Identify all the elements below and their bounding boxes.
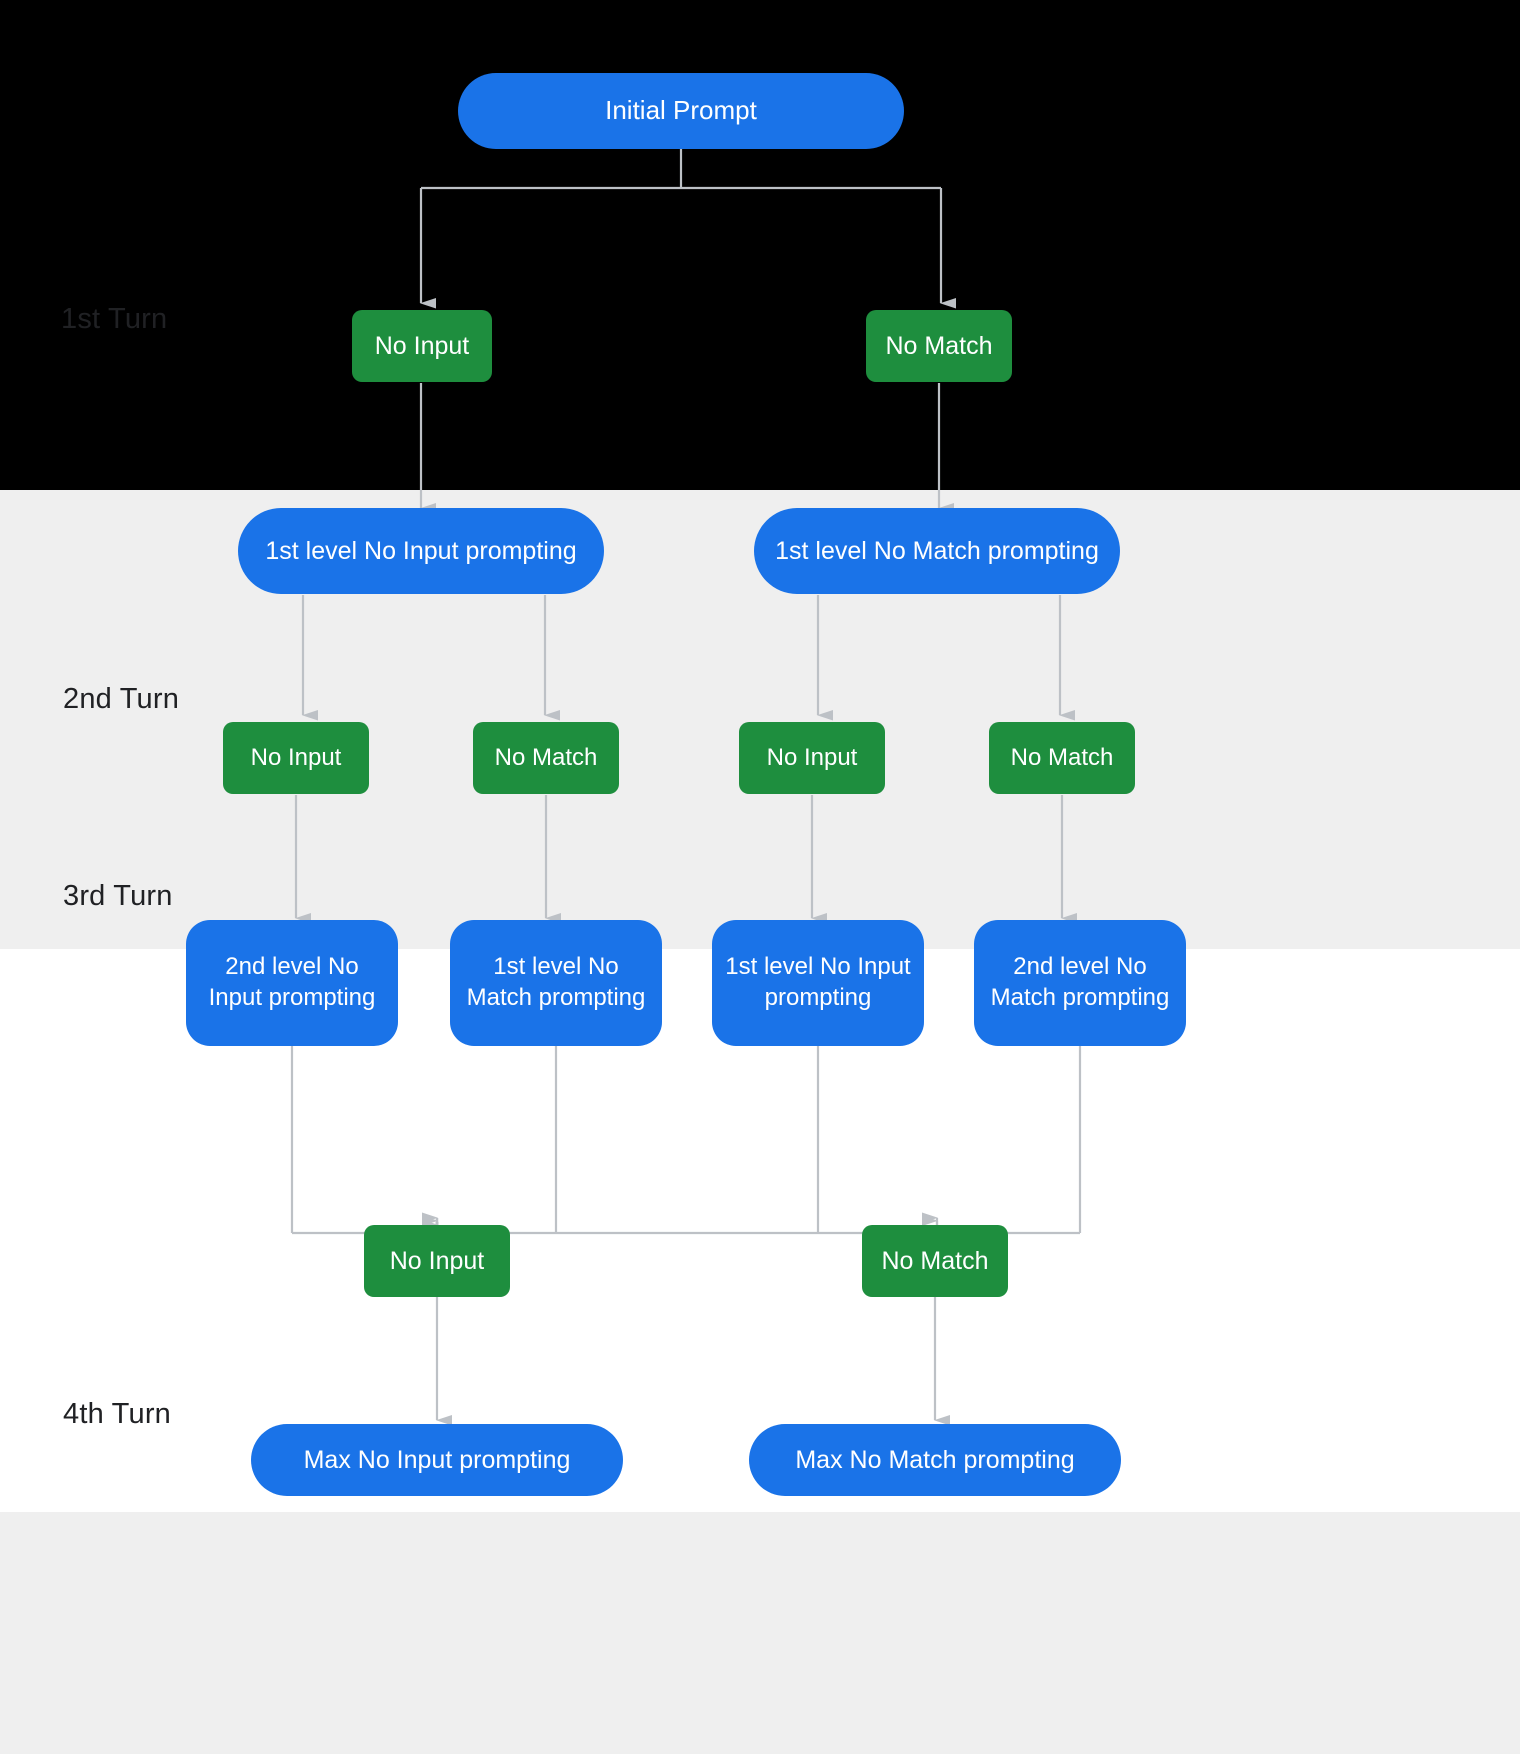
node-label: No Match	[1010, 743, 1114, 771]
node-turn2-no-input-b[interactable]: No Input	[739, 722, 885, 794]
node-turn2-no-match-a[interactable]: No Match	[473, 722, 619, 794]
node-label: No Input	[250, 743, 342, 771]
node-turn3-prompt-2nd-no-input[interactable]: 2nd level No Input prompting	[186, 920, 398, 1046]
node-label: 2nd level No Match prompting	[990, 953, 1170, 1011]
node-turn3-prompt-1st-no-input[interactable]: 1st level No Input prompting	[712, 920, 924, 1046]
node-label: Initial Prompt	[605, 95, 757, 126]
node-initial-prompt[interactable]: Initial Prompt	[458, 73, 904, 149]
node-turn2-no-match-b[interactable]: No Match	[989, 722, 1135, 794]
node-label: 1st level No Match prompting	[775, 537, 1099, 565]
turn-label-2: 2nd Turn	[63, 683, 180, 715]
node-label: No Input	[766, 743, 858, 771]
node-label: No Input	[374, 332, 470, 360]
node-label: Max No Input prompting	[303, 1446, 571, 1474]
node-turn2-no-input-a[interactable]: No Input	[223, 722, 369, 794]
node-label: 2nd level No Input prompting	[208, 953, 376, 1011]
node-turn2-prompt-no-input[interactable]: 1st level No Input prompting	[238, 508, 604, 594]
node-label: Max No Match prompting	[795, 1446, 1075, 1474]
node-turn3-no-input[interactable]: No Input	[364, 1225, 510, 1297]
node-turn1-no-input[interactable]: No Input	[352, 310, 492, 382]
node-turn3-no-match[interactable]: No Match	[862, 1225, 1008, 1297]
node-label: 1st level No Match prompting	[466, 953, 646, 1011]
node-turn3-prompt-2nd-no-match[interactable]: 2nd level No Match prompting	[974, 920, 1186, 1046]
node-label: 1st level No Input prompting	[725, 953, 911, 1011]
turn-label-1: 1st Turn	[61, 303, 168, 335]
node-label: No Match	[881, 1247, 989, 1275]
node-label: No Match	[494, 743, 598, 771]
node-turn4-max-no-input[interactable]: Max No Input prompting	[251, 1424, 623, 1496]
node-label: 1st level No Input prompting	[265, 537, 577, 565]
node-turn2-prompt-no-match[interactable]: 1st level No Match prompting	[754, 508, 1120, 594]
turn-band-4	[0, 1512, 1520, 1754]
node-turn3-prompt-1st-no-match[interactable]: 1st level No Match prompting	[450, 920, 662, 1046]
node-label: No Match	[885, 332, 993, 360]
node-turn4-max-no-match[interactable]: Max No Match prompting	[749, 1424, 1121, 1496]
node-label: No Input	[389, 1247, 485, 1275]
turn-label-3: 3rd Turn	[63, 880, 173, 912]
turn-label-4: 4th Turn	[63, 1398, 171, 1430]
node-turn1-no-match[interactable]: No Match	[866, 310, 1012, 382]
